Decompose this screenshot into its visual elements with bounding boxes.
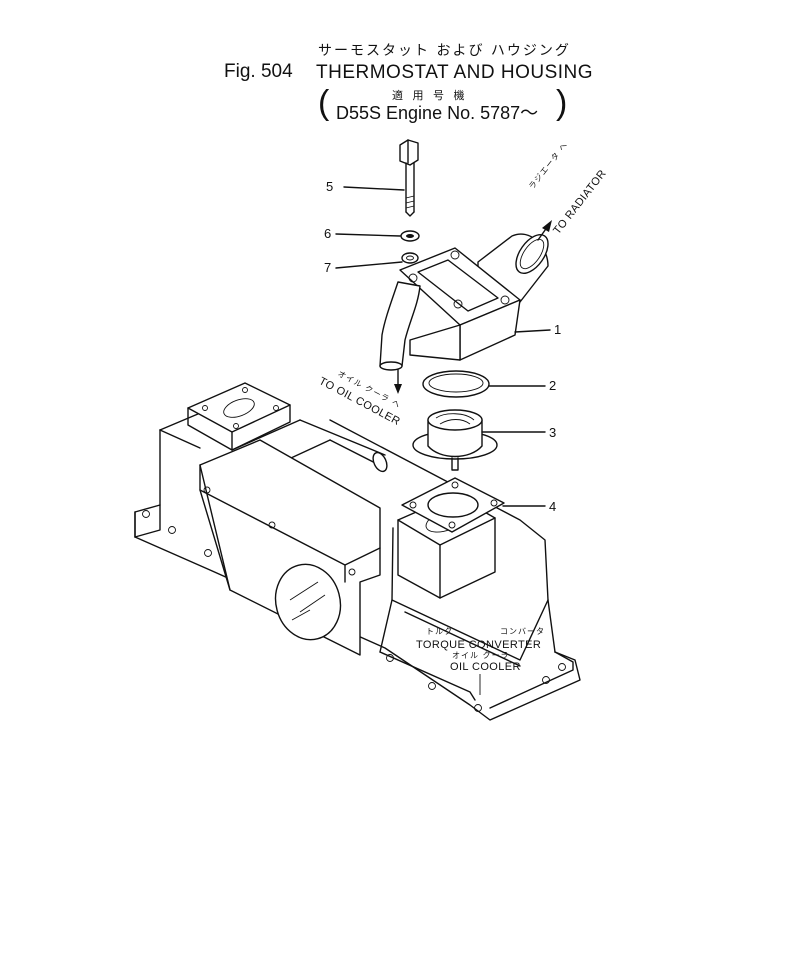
callout-4: 4 xyxy=(549,499,557,514)
torque-converter-jp-1: トルク xyxy=(426,627,453,636)
torque-converter-label: TORQUE CONVERTER xyxy=(416,639,542,651)
oil-cooler-label: OIL COOLER xyxy=(450,661,521,673)
paren-close: ) xyxy=(556,84,568,122)
part-1-housing xyxy=(379,233,551,371)
flange-bolt xyxy=(142,510,150,518)
flange-bolt xyxy=(386,654,394,662)
part-3-thermostat xyxy=(412,409,546,471)
part-7-washer xyxy=(335,252,419,269)
plate-bolt xyxy=(348,568,356,576)
flange-bolt xyxy=(474,704,482,712)
flow-arrows xyxy=(394,220,552,394)
torque-converter-jp-2: コンバータ xyxy=(500,627,545,636)
flange-bolt xyxy=(542,676,550,684)
callout-7: 7 xyxy=(324,260,332,275)
part-4-gasket xyxy=(401,477,546,533)
plate-bolt xyxy=(268,521,276,529)
part-2-gasket xyxy=(422,370,546,398)
base-flange xyxy=(134,504,161,538)
flange-bolt xyxy=(168,526,176,534)
radiator-outlet xyxy=(515,234,549,274)
upper-pad xyxy=(187,382,291,433)
oil-cooler-japanese: オイル クーラ xyxy=(452,651,510,660)
callout-3: 3 xyxy=(549,425,557,440)
callout-2: 2 xyxy=(549,378,557,393)
applicability-japanese: 適 用 号 機 xyxy=(392,89,468,102)
paren-open: ( xyxy=(318,84,330,122)
title-english: THERMOSTAT AND HOUSING xyxy=(316,62,594,83)
flange-bolt xyxy=(558,663,566,671)
flange-bolt xyxy=(428,682,436,690)
callout-6: 6 xyxy=(324,226,332,241)
callout-5: 5 xyxy=(326,179,334,194)
part-5-bolt xyxy=(343,139,419,217)
figure-number: Fig. 504 xyxy=(224,61,293,82)
applicability-english: D55S Engine No. 5787～ xyxy=(336,103,539,123)
part-6-washer xyxy=(335,230,420,242)
flange-bolt xyxy=(204,549,212,557)
callout-1: 1 xyxy=(554,322,562,337)
plate-bolt xyxy=(203,486,211,494)
title-japanese: サーモスタット および ハウジング xyxy=(318,43,571,59)
circular-opening xyxy=(274,563,342,641)
